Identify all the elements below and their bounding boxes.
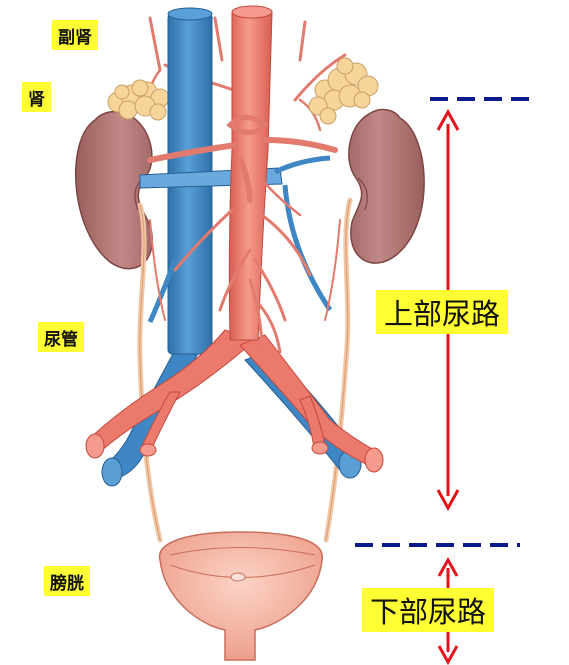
label-lower-urinary-tract: 下部尿路 — [362, 588, 495, 632]
label-ureter: 尿管 — [38, 322, 84, 352]
left-kidney — [74, 110, 153, 270]
label-kidney: 肾 — [22, 82, 51, 112]
label-bladder: 膀胱 — [44, 566, 90, 596]
left-adrenal-gland — [107, 79, 170, 121]
urinary-bladder — [158, 531, 323, 661]
right-adrenal-gland — [308, 57, 379, 125]
ureters — [137, 197, 353, 543]
label-upper-urinary-tract: 上部尿路 — [376, 290, 509, 334]
aortic-branches — [147, 115, 341, 354]
iliac-arteries — [85, 329, 384, 473]
label-adrenal: 副肾 — [52, 20, 98, 50]
right-kidney — [348, 108, 425, 264]
abdominal-aorta — [228, 5, 273, 341]
